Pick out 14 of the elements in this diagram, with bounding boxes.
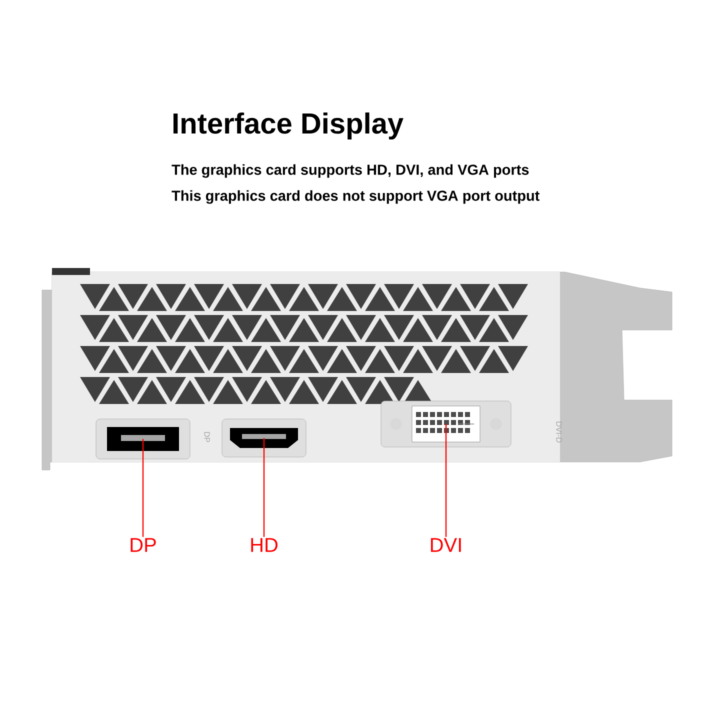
port-label: HD — [251, 538, 278, 552]
description-text: This graphics card does not support VGA port output — [172, 190, 540, 204]
port-drawing — [222, 418, 306, 458]
description-text: The graphics card supports HD, DVI, and VGA ports — [172, 164, 529, 178]
port-drawing — [380, 400, 512, 448]
port-label: DVI — [430, 538, 461, 552]
leader-line — [263, 438, 265, 537]
port-drawing — [96, 418, 190, 460]
leader-line — [445, 424, 447, 537]
leader-line — [142, 439, 144, 537]
title: Interface Display — [173, 112, 404, 140]
port-label: DP — [130, 538, 156, 552]
port-marking: DVI-D — [556, 422, 562, 442]
port-marking: DP — [204, 432, 210, 442]
